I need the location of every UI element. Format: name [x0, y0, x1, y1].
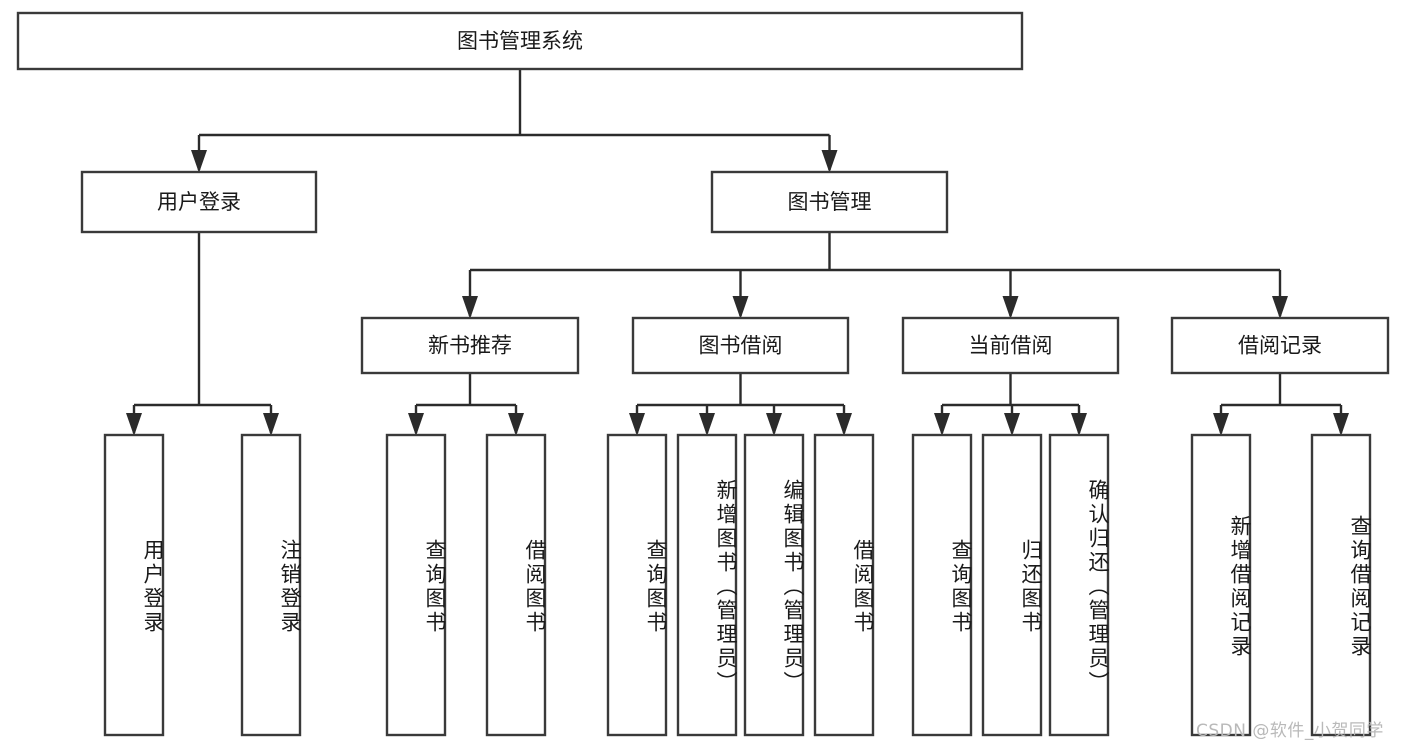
- node-label-borrow-record: 借阅记录: [1238, 334, 1322, 358]
- node-label-book-manage: 图书管理: [788, 190, 872, 214]
- node-box-layer: [16, 11, 1390, 737]
- node-label-root: 图书管理系统: [457, 29, 583, 53]
- arrow-head-icon: [629, 413, 645, 436]
- node-box-leaf-return-book[interactable]: [981, 433, 1043, 737]
- node-box-leaf-add-book[interactable]: [676, 433, 738, 737]
- arrow-head-icon: [836, 413, 852, 436]
- node-box-leaf-query-book-3[interactable]: [911, 433, 973, 737]
- node-box-leaf-query-book-2[interactable]: [606, 433, 668, 737]
- node-box-leaf-logout[interactable]: [240, 433, 302, 737]
- arrow-head-icon: [191, 150, 207, 173]
- node-box-new-book-recommend[interactable]: [360, 316, 580, 375]
- node-box-borrow-record[interactable]: [1170, 316, 1390, 375]
- arrow-head-icon: [508, 413, 524, 436]
- node-box-leaf-query-record[interactable]: [1310, 433, 1372, 737]
- arrow-head-icon: [699, 413, 715, 436]
- arrow-head-icon: [1071, 413, 1087, 436]
- arrow-head-icon: [1004, 413, 1020, 436]
- node-label-current-borrow: 当前借阅: [969, 334, 1053, 358]
- node-box-leaf-add-record[interactable]: [1190, 433, 1252, 737]
- node-box-book-manage[interactable]: [710, 170, 949, 234]
- arrow-head-icon: [732, 296, 749, 319]
- node-box-leaf-borrow-book-2[interactable]: [813, 433, 875, 737]
- node-box-leaf-query-book-1[interactable]: [385, 433, 447, 737]
- arrow-head-icon: [766, 413, 782, 436]
- arrow-head-icon: [263, 413, 279, 436]
- arrow-head-icon: [126, 413, 142, 436]
- node-box-current-borrow[interactable]: [901, 316, 1120, 375]
- arrow-head-icon: [462, 296, 478, 319]
- connector-layer: [126, 69, 1349, 436]
- arrow-head-icon: [821, 150, 838, 173]
- node-label-new-book-recommend: 新书推荐: [428, 334, 512, 358]
- node-label-book-borrow: 图书借阅: [699, 334, 783, 358]
- node-box-book-borrow[interactable]: [631, 316, 850, 375]
- node-box-root[interactable]: [16, 11, 1024, 71]
- arrow-head-icon: [1213, 413, 1229, 436]
- arrow-head-icon: [934, 413, 950, 436]
- csdn-watermark: CSDN @软件_小贺同学: [1196, 721, 1384, 741]
- node-box-leaf-user-login[interactable]: [103, 433, 165, 737]
- node-box-user-login[interactable]: [80, 170, 318, 234]
- arrow-head-icon: [408, 413, 424, 436]
- node-label-user-login: 用户登录: [157, 190, 241, 214]
- node-box-leaf-borrow-book-1[interactable]: [485, 433, 547, 737]
- node-box-leaf-edit-book[interactable]: [743, 433, 805, 737]
- arrow-head-icon: [1333, 413, 1349, 436]
- node-box-leaf-confirm-return[interactable]: [1048, 433, 1110, 737]
- arrow-head-icon: [1002, 296, 1019, 319]
- arrow-head-icon: [1272, 296, 1288, 319]
